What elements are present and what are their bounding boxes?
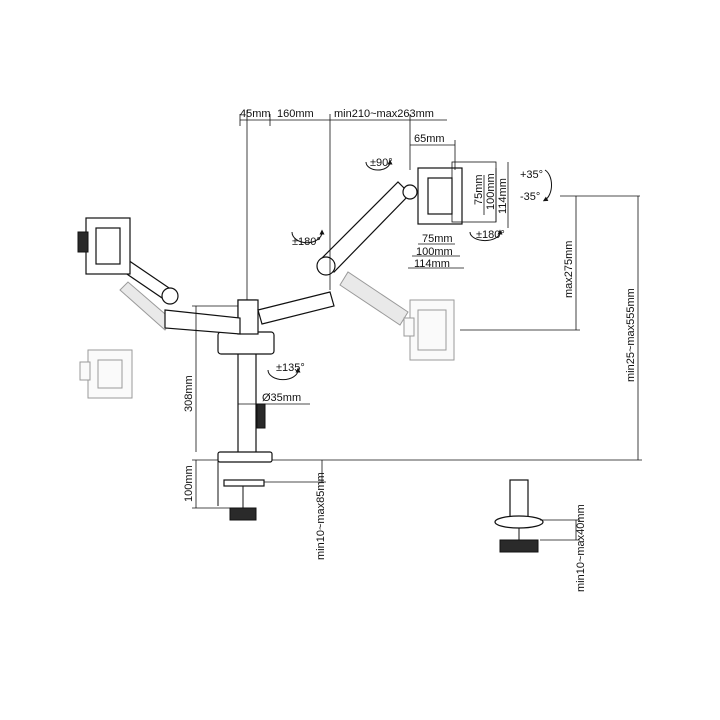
right-arm-upper	[316, 181, 418, 276]
dim-plate-width: 65mm	[414, 133, 445, 145]
dim-rotation-joint: ±180°	[292, 236, 321, 248]
dim-grommet-thickness: min10~max40mm	[575, 504, 587, 592]
dim-arm-length-1: 160mm	[277, 108, 314, 120]
pole-height-dim	[192, 305, 238, 452]
grommet-mount	[494, 479, 544, 553]
right-monitor-plate	[417, 161, 497, 225]
ghost-right-arm-lowered	[339, 271, 455, 361]
rotation-plate-icon	[365, 159, 393, 171]
dim-arm-offset: 45mm	[240, 108, 271, 120]
dim-vesa-114-v: 114mm	[497, 178, 509, 214]
vesa-vertical-dims	[483, 162, 509, 228]
dim-vesa-75-h: 75mm	[422, 233, 453, 245]
rotation-joint-icon	[291, 229, 325, 244]
dim-pole-diameter: Ø35mm	[262, 392, 301, 404]
dim-vesa-100-h: 100mm	[416, 246, 453, 258]
dim-rotation-plate: ±90°	[370, 157, 393, 169]
right-arm-lower	[257, 291, 335, 325]
left-arm	[117, 257, 241, 335]
dim-tilt-down: -35°	[520, 191, 540, 203]
height-adjust-dim	[460, 195, 640, 331]
clamp-thickness-dim	[264, 460, 326, 483]
dim-vesa-114-h: 114mm	[414, 258, 450, 270]
left-monitor-plate	[77, 217, 131, 275]
dim-clamp-thickness: min10~max85mm	[315, 472, 327, 560]
vesa-horizontal-dims	[408, 243, 464, 269]
dim-clamp-height: 100mm	[183, 465, 195, 502]
plate-width-dim	[410, 140, 456, 170]
grommet-thickness-dim	[540, 519, 580, 541]
top-dim-lines	[239, 114, 447, 290]
swivel-head-icon	[469, 229, 503, 242]
dim-height-adjust: max275mm	[563, 241, 575, 298]
dim-vesa-100-v: 100mm	[485, 173, 497, 210]
dim-pole-height: 308mm	[183, 375, 195, 412]
dim-total-height: min25~max555mm	[625, 288, 637, 382]
pole	[237, 110, 257, 461]
dim-base-rotation: ±135°	[276, 362, 305, 374]
dim-vesa-75-v: 75mm	[473, 174, 485, 205]
dim-tilt-up: +35°	[520, 169, 543, 181]
tilt-icon	[542, 169, 553, 202]
dim-swivel-head: ±180°	[476, 229, 505, 241]
base-collar	[217, 299, 275, 429]
base-rotation-icon	[267, 367, 301, 381]
desk-clamp	[217, 451, 273, 521]
clamp-height-dim	[192, 459, 230, 509]
total-height-dim	[272, 196, 642, 461]
ghost-left-arm-lowered	[79, 281, 173, 399]
dim-arm-length-2: min210~max263mm	[334, 108, 434, 120]
